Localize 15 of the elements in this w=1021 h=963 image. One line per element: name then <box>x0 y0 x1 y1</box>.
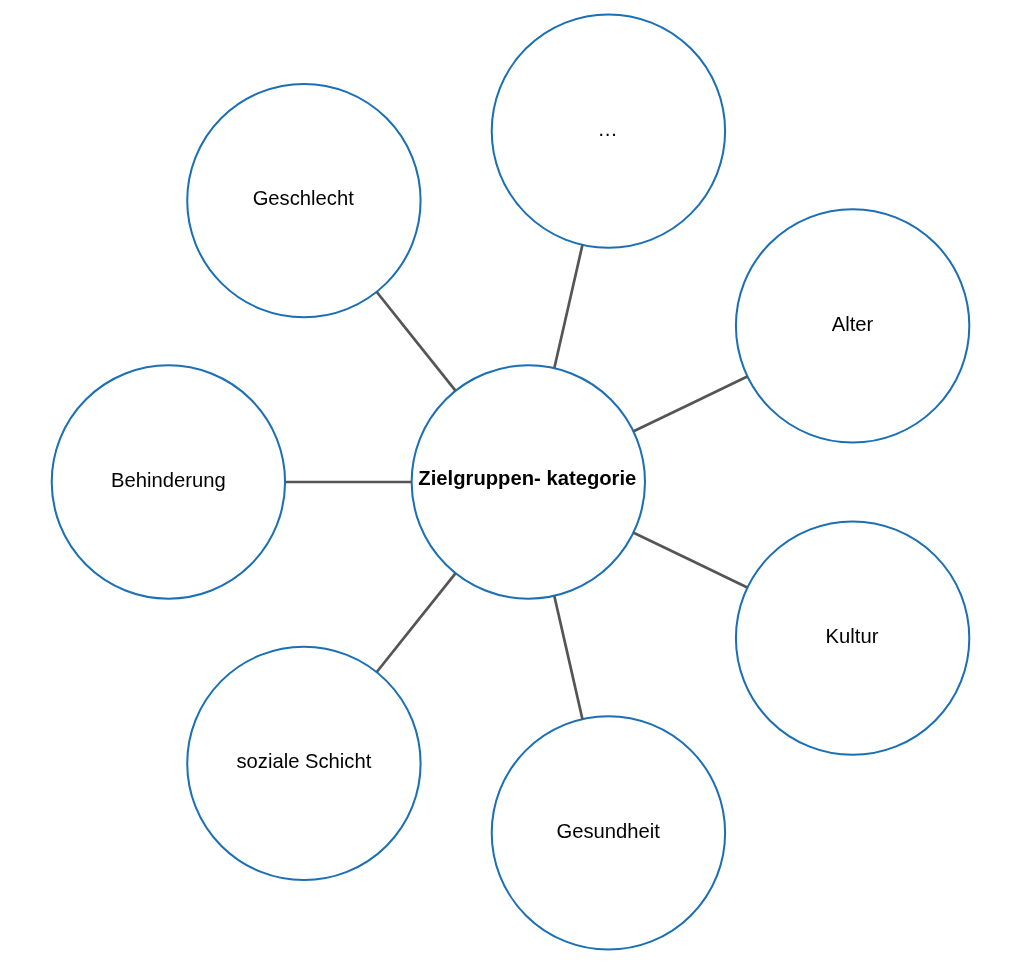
connector <box>285 480 412 483</box>
node-circle: Behinderung <box>50 363 287 600</box>
node-circle: soziale Schicht <box>186 645 422 881</box>
connector <box>633 531 748 589</box>
connector <box>375 290 457 391</box>
node-circle: Zielgruppen- kategorie <box>410 363 646 600</box>
connector <box>375 572 457 673</box>
node-circle: Kultur <box>734 519 971 756</box>
node-circle: Gesundheit <box>490 714 727 951</box>
connector <box>633 374 748 432</box>
connector <box>553 244 584 368</box>
node-circle: … <box>490 12 727 249</box>
connector <box>553 595 584 719</box>
node-circle: Geschlecht <box>186 82 422 318</box>
node-circle: Alter <box>734 207 971 444</box>
